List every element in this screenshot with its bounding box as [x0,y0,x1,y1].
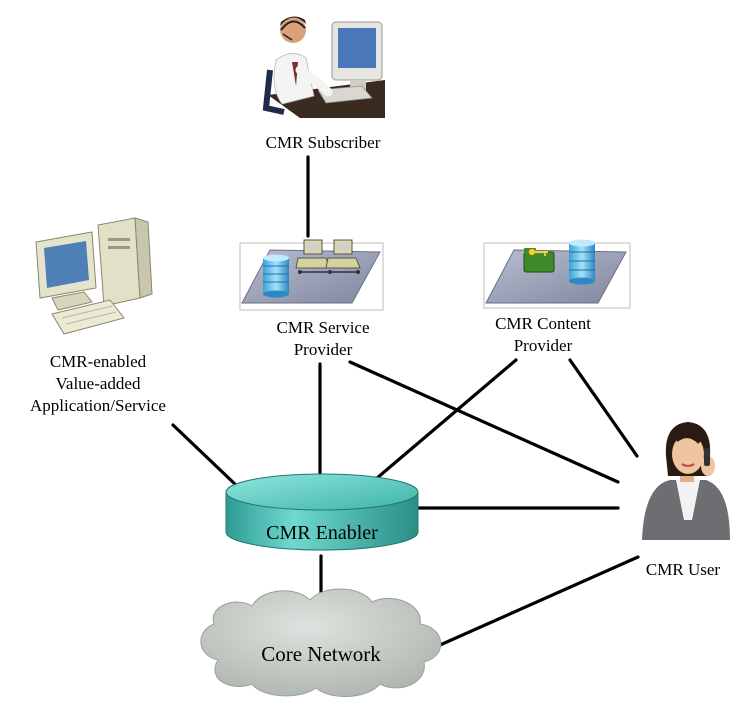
service-provider-label-line-1: CMR Service [276,318,369,337]
connection-lines [171,155,640,647]
server-platform-icon [239,239,384,311]
folder-key-icon [523,248,555,273]
link-core-network-user [438,555,640,647]
user-node: CMR User [642,422,730,579]
subscriber-label: CMR Subscriber [266,133,381,152]
subscriber-node: CMR Subscriber [262,16,385,152]
enabler-label: CMR Enabler [266,522,378,544]
application-label-line-2: Value-added [56,374,141,393]
content-provider-label-line-2: Provider [514,336,573,355]
application-label-line-1: CMR-enabled [50,352,147,371]
content-provider-label-line-1: CMR Content [495,314,591,333]
woman-on-phone-icon [642,422,730,540]
server-platform-icon [483,239,631,309]
desktop-computer-icon [35,217,153,335]
core-network-label: Core Network [261,642,381,666]
service-provider-label-line-2: Provider [294,340,353,359]
core-network-node: Core Network [200,588,442,698]
link-service-provider-user [348,360,620,484]
link-content-provider-enabler [368,358,518,486]
person-at-computer-icon [262,16,385,118]
service-provider-node: CMR Service Provider [239,239,384,359]
link-application-enabler [171,423,239,488]
computer-icon [295,239,331,269]
cloud-icon [200,588,442,698]
application-node: CMR-enabled Value-added Application/Serv… [30,217,166,415]
content-provider-node: CMR Content Provider [483,239,631,355]
user-label: CMR User [646,560,720,579]
enabler-node: CMR Enabler [225,473,419,551]
application-label-line-3: Application/Service [30,396,166,415]
computer-icon [325,239,361,269]
link-content-provider-user [568,358,639,458]
